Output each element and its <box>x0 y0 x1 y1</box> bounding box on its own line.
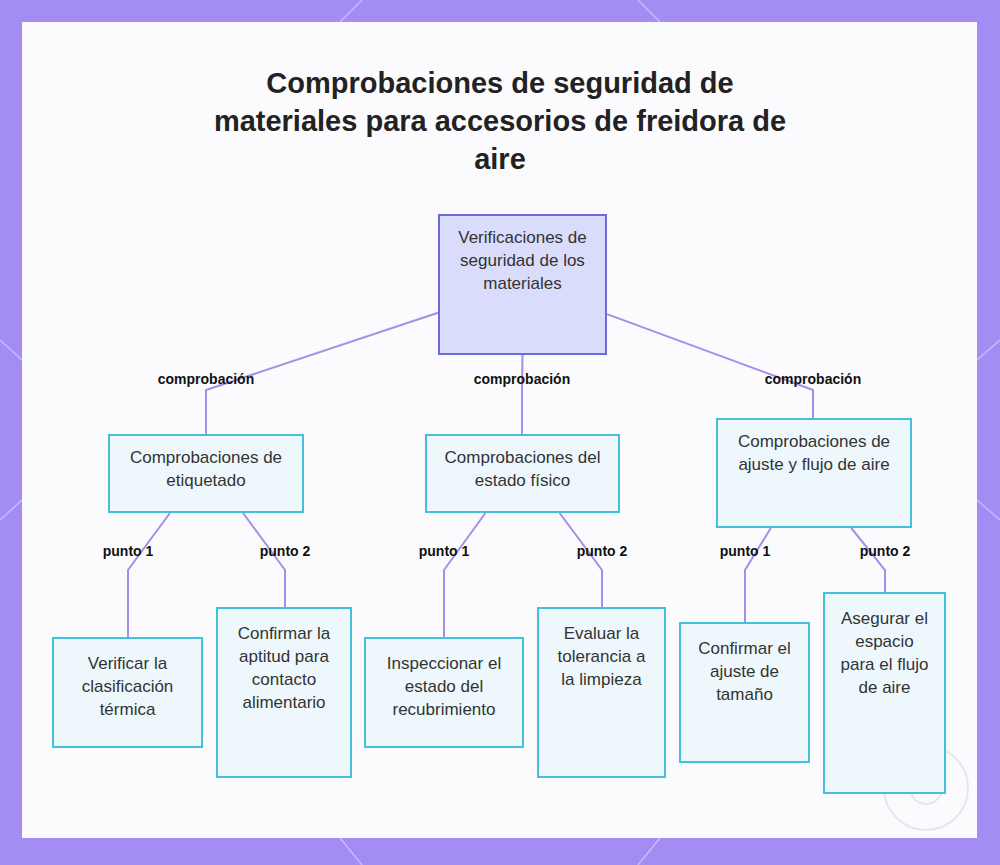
node-text: Comprobaciones del estado físico <box>439 446 606 492</box>
node-text: Verificaciones de seguridad de los mater… <box>452 226 593 295</box>
connector-line <box>607 314 813 418</box>
text-group: Verificaciones de seguridad de los mater… <box>452 226 593 295</box>
edge-label: comprobación <box>474 371 570 387</box>
check-box: Comprobaciones de etiquetado <box>108 434 304 513</box>
check-box: Comprobaciones de ajuste y flujo de aire <box>716 418 912 528</box>
check-box: Confirmar la aptitud para contacto alime… <box>216 607 352 778</box>
diagram-title: Comprobaciones de seguridad de materiale… <box>200 64 800 178</box>
text-group: Confirmar el ajuste de tamaño <box>693 637 796 706</box>
edge-label: punto 1 <box>419 543 470 559</box>
node-text: Inspeccionar el estado del recubrimiento <box>378 652 510 721</box>
text-group: Evaluar la tolerancia a la limpieza <box>551 622 652 691</box>
text-group: Comprobaciones del estado físico <box>439 446 606 492</box>
edge-label: comprobación <box>158 371 254 387</box>
edge-label: punto 2 <box>860 543 911 559</box>
edge-label: punto 2 <box>577 543 628 559</box>
text-group: Comprobaciones de ajuste y flujo de aire <box>730 430 898 476</box>
check-box: Comprobaciones del estado físico <box>425 434 620 513</box>
node-text: Comprobaciones de ajuste y flujo de aire <box>730 430 898 476</box>
connector-line <box>243 513 285 607</box>
connector-line <box>128 513 170 637</box>
text-group: Confirmar la aptitud para contacto alime… <box>230 622 338 714</box>
node-text: Verificar la clasificación térmica <box>66 652 189 721</box>
edge-label: comprobación <box>765 371 861 387</box>
connector-line <box>745 528 771 622</box>
edge-label: punto 2 <box>260 543 311 559</box>
connector-line <box>444 513 485 637</box>
connector-line <box>851 528 885 592</box>
check-box: Evaluar la tolerancia a la limpieza <box>537 607 666 778</box>
node-text: Confirmar la aptitud para contacto alime… <box>230 622 338 714</box>
connector-line <box>560 513 602 607</box>
text-group: Asegurar el espacio para el flujo de air… <box>837 607 932 699</box>
check-box: Asegurar el espacio para el flujo de air… <box>823 592 946 794</box>
text-group: Verificar la clasificación térmica <box>66 652 189 721</box>
node-text: Evaluar la tolerancia a la limpieza <box>551 622 652 691</box>
check-box: Inspeccionar el estado del recubrimiento <box>364 637 524 748</box>
connector-line <box>521 355 524 434</box>
root-box: Verificaciones de seguridad de los mater… <box>438 214 607 355</box>
edge-label: punto 1 <box>103 543 154 559</box>
node-text: Asegurar el espacio para el flujo de air… <box>837 607 932 699</box>
text-group: Comprobaciones de etiquetado <box>122 446 290 492</box>
node-text: Confirmar el ajuste de tamaño <box>693 637 796 706</box>
edge-label: punto 1 <box>720 543 771 559</box>
text-group: Inspeccionar el estado del recubrimiento <box>378 652 510 721</box>
check-box: Confirmar el ajuste de tamaño <box>679 622 810 763</box>
check-box: Verificar la clasificación térmica <box>52 637 203 748</box>
node-text: Comprobaciones de etiquetado <box>122 446 290 492</box>
